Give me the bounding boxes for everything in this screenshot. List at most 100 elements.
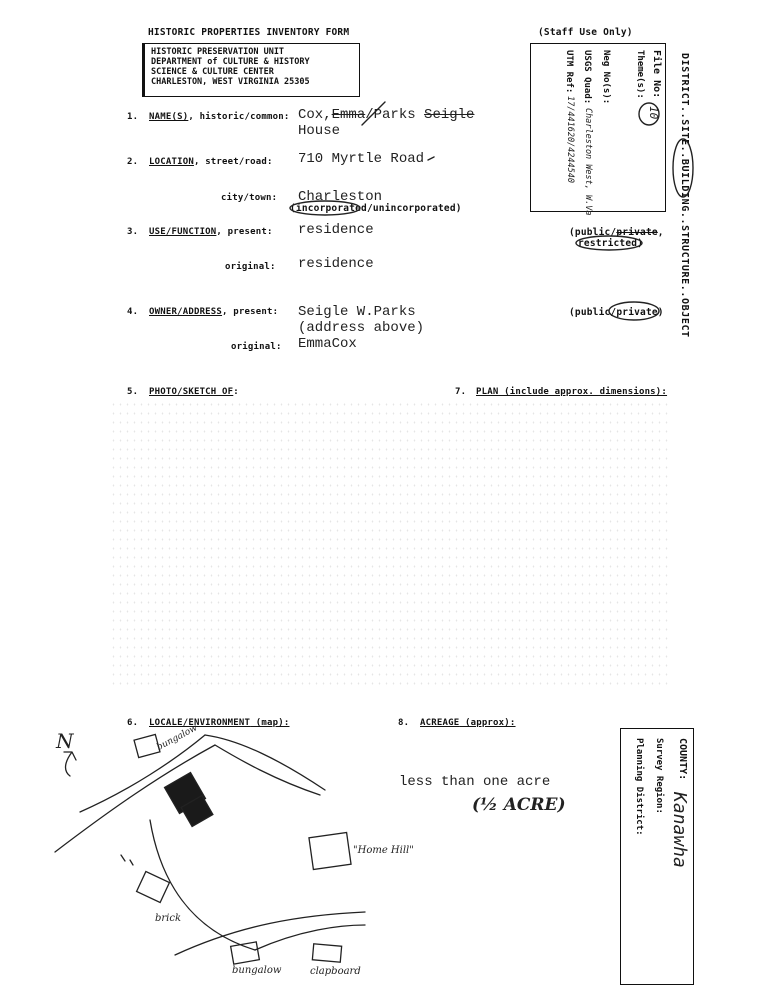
road bbox=[79, 734, 206, 813]
acreage-label-main: ACREAGE bbox=[420, 718, 460, 728]
name-value: Cox,Emma/Parks Seigle bbox=[298, 107, 475, 123]
road bbox=[204, 734, 326, 791]
use-label: USE/FUNCTION, present: bbox=[149, 227, 273, 237]
building-bungalow-bottom bbox=[229, 941, 261, 965]
unincorporated-option: /unincorporated) bbox=[366, 203, 462, 214]
road bbox=[214, 744, 321, 796]
owner-original-value: EmmaCox bbox=[298, 336, 357, 352]
location-label: LOCATION, street/road: bbox=[149, 157, 273, 167]
use-label-main: USE/FUNCTION bbox=[149, 227, 217, 237]
header-line: HISTORIC PRESERVATION UNIT bbox=[151, 47, 285, 57]
plan-label-main: PLAN bbox=[476, 387, 499, 397]
name-cox: Cox, bbox=[298, 107, 332, 123]
section-number: 8. bbox=[398, 718, 410, 728]
name-value-line2: House bbox=[298, 123, 341, 139]
locale-map: N bbox=[54, 729, 366, 965]
separator: ) bbox=[657, 307, 664, 318]
road bbox=[254, 924, 366, 951]
locale-label-rest: (map): bbox=[250, 718, 290, 728]
acreage-label-rest: (approx): bbox=[459, 718, 516, 728]
file-no-circle bbox=[638, 102, 660, 126]
road bbox=[149, 819, 256, 951]
location-label-main: LOCATION bbox=[149, 157, 194, 167]
private-option: private bbox=[616, 307, 658, 318]
locale-label: LOCALE/ENVIRONMENT (map): bbox=[149, 718, 289, 728]
section-number: 4. bbox=[127, 307, 139, 317]
photo-label-rest: : bbox=[233, 387, 239, 397]
agency-header-box: HISTORIC PRESERVATION UNIT DEPARTMENT of… bbox=[142, 43, 360, 97]
incorporated-circle bbox=[289, 200, 361, 216]
building-clapboard bbox=[311, 943, 343, 963]
header-line: DEPARTMENT of CULTURE & HISTORY bbox=[151, 57, 310, 67]
use-public-private: (public/private, bbox=[569, 227, 664, 238]
name-slash bbox=[361, 101, 386, 126]
building-bungalow-top bbox=[133, 733, 161, 759]
plan-label-rest: (include approx. dimensions): bbox=[498, 387, 668, 397]
owner-original-label: original: bbox=[231, 342, 282, 352]
staff-use-box bbox=[530, 43, 666, 212]
staff-use-label: (Staff Use Only) bbox=[538, 27, 633, 38]
location-label-rest: , street/road: bbox=[193, 157, 273, 167]
name-label-rest: , historic/common: bbox=[188, 112, 290, 122]
header-line: SCIENCE & CULTURE CENTER bbox=[151, 67, 274, 77]
owner-label-main: OWNER/ADDRESS bbox=[149, 307, 223, 317]
map-label-clapboard: clapboard bbox=[310, 966, 361, 977]
section-number: 6. bbox=[127, 718, 139, 728]
map-label-brick: brick bbox=[155, 913, 182, 924]
restricted-option: restricted) bbox=[578, 238, 644, 249]
owner-present-line2: (address above) bbox=[298, 320, 425, 336]
name-label: NAME(S), historic/common: bbox=[149, 112, 289, 122]
map-label-home-hill: "Home Hill" bbox=[353, 845, 414, 856]
owner-label: OWNER/ADDRESS, present: bbox=[149, 307, 278, 317]
name-seigle-struck: Seigle bbox=[424, 107, 475, 123]
location-value: 710 Myrtle Road bbox=[298, 151, 425, 167]
name-emma-struck: Emma bbox=[331, 107, 366, 123]
locale-label-main: LOCALE/ENVIRONMENT bbox=[149, 718, 251, 728]
acreage-label: ACREAGE (approx): bbox=[420, 718, 516, 728]
map-label-bungalow-bottom: bungalow bbox=[232, 965, 282, 976]
use-original-label: original: bbox=[225, 262, 276, 272]
owner-present-line1: Seigle W.Parks bbox=[298, 304, 416, 320]
county-box bbox=[620, 728, 694, 985]
incorporation-status: (incorporated/unincorporated) bbox=[290, 203, 462, 214]
use-label-rest: , present: bbox=[216, 227, 273, 237]
section-number: 7. bbox=[455, 387, 467, 397]
city-label: city/town: bbox=[221, 193, 278, 203]
building-home-hill bbox=[308, 831, 352, 871]
north-arrow-icon bbox=[63, 751, 77, 777]
restricted-circle bbox=[575, 235, 643, 251]
map-scribble bbox=[120, 854, 134, 866]
section-number: 2. bbox=[127, 157, 139, 167]
building-main-house bbox=[163, 771, 214, 828]
section-number: 3. bbox=[127, 227, 139, 237]
photo-label: PHOTO/SKETCH OF: bbox=[149, 387, 239, 397]
photo-label-main: PHOTO/SKETCH OF bbox=[149, 387, 234, 397]
public-option: (public/ bbox=[569, 227, 617, 238]
road-mark bbox=[427, 156, 435, 161]
road bbox=[54, 744, 216, 853]
use-original-value: residence bbox=[298, 256, 374, 272]
plan-label: PLAN (include approx. dimensions): bbox=[476, 387, 667, 397]
north-letter: N bbox=[55, 729, 75, 753]
separator: , bbox=[657, 227, 664, 238]
owner-label-rest: , present: bbox=[222, 307, 279, 317]
private-circle bbox=[608, 301, 660, 321]
building-circle bbox=[672, 138, 694, 198]
photo-area bbox=[110, 400, 670, 690]
road bbox=[174, 911, 366, 956]
form-title: HISTORIC PROPERTIES INVENTORY FORM bbox=[148, 27, 350, 38]
acreage-handwritten: (½ ACRE) bbox=[472, 795, 566, 815]
incorporated-option: (incorporated bbox=[290, 203, 367, 214]
private-option-struck: private bbox=[616, 227, 658, 238]
name-parks: Parks bbox=[373, 107, 416, 123]
owner-public-private: (public/private) bbox=[569, 307, 664, 318]
section-number: 5. bbox=[127, 387, 139, 397]
name-label-main: NAME(S) bbox=[149, 112, 189, 122]
building-brick bbox=[135, 870, 171, 904]
acreage-value: less than one acre bbox=[399, 774, 551, 790]
section-number: 1. bbox=[127, 112, 139, 122]
use-present-value: residence bbox=[298, 222, 374, 238]
public-option: (public/ bbox=[569, 307, 617, 318]
header-line: CHARLESTON, WEST VIRGINIA 25305 bbox=[151, 77, 310, 87]
